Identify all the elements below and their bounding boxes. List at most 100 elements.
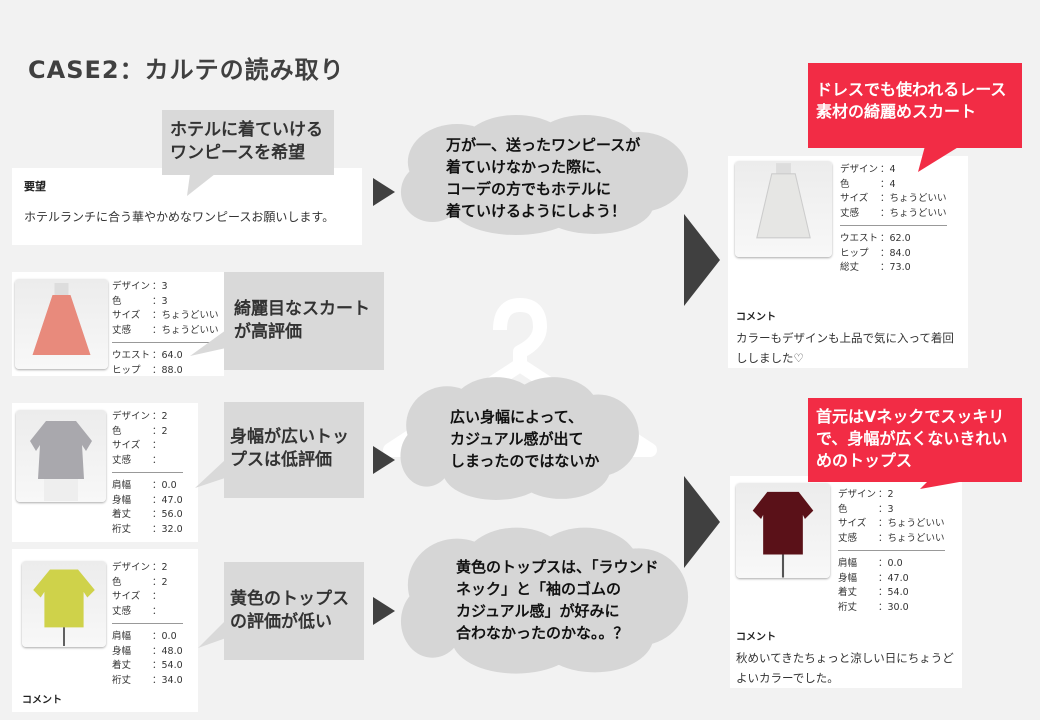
- spec-key: 丈感: [112, 324, 132, 336]
- measure-key: ウエスト: [840, 233, 879, 244]
- pick-callout-skirt: ドレスでも使われるレース素材の綺麗めスカート: [808, 63, 1022, 148]
- callout-tail: [190, 330, 226, 356]
- request-text: ホテルランチに合う華やかめなワンピースお願いします。: [24, 210, 335, 224]
- measure-key: 肩幅: [838, 558, 858, 569]
- comment-text: 秋めいてきたちょっと涼しい日にちょうどよいカラーでした。: [736, 651, 954, 685]
- spec-value: ：2: [152, 562, 168, 573]
- measure-value: ：88.0: [152, 364, 183, 376]
- spec-key: 色: [112, 576, 122, 588]
- callout-line: 身幅が広いトッ: [230, 427, 349, 447]
- measure-value: ：32.0: [152, 523, 183, 535]
- measure-value: ：84.0: [880, 247, 911, 259]
- thought-cloud-1: 万が一、送ったワンピースが着ていけなかった際に、コーデの方でもホテルに着ていける…: [398, 112, 693, 237]
- spec-row: デザイン：4: [840, 163, 947, 178]
- measure-value: ：0.0: [878, 558, 903, 569]
- spec-value: ：3: [152, 295, 168, 307]
- measure-value: ：47.0: [152, 494, 183, 506]
- measure-value: ：0.0: [152, 631, 177, 642]
- spec-key: 色: [112, 295, 122, 307]
- measure-row: ヒップ ：88.0: [112, 364, 219, 379]
- divider: [112, 472, 183, 473]
- spec-key: デザイン: [838, 489, 877, 500]
- request-card: 要望 ホテルランチに合う華やかめなワンピースお願いします。: [12, 168, 362, 245]
- product-photo: [736, 483, 830, 578]
- spec-row: サイズ：ちょうどいい: [112, 309, 219, 324]
- measure-value: ：30.0: [878, 601, 909, 613]
- callout-line: ドレスでも使われるレース: [816, 80, 1007, 99]
- callout-line: 首元はVネックでスッキリ: [816, 407, 1005, 426]
- measure-key: 総丈: [840, 262, 860, 273]
- spec-key: サイズ: [112, 440, 141, 451]
- arrow-right-icon: [373, 446, 395, 474]
- spec-row: 丈感：: [112, 605, 183, 620]
- callout-line: の評価が低い: [230, 612, 332, 632]
- callout-tail: [198, 620, 226, 648]
- spec-value: ：4: [880, 178, 896, 190]
- callout-line: で、身幅が広くないきれい: [816, 429, 1008, 448]
- callout-tail: [187, 174, 215, 196]
- measure-row: 裄丈：34.0: [112, 674, 183, 689]
- spec-key: サイズ: [112, 591, 141, 602]
- item-callout-gray-top: 身幅が広いトップスは低評価: [224, 402, 364, 498]
- callout-line: 黄色のトップス: [230, 589, 349, 609]
- spec-value: ：ちょうどいい: [880, 207, 947, 219]
- spec-value: ：ちょうどいい: [878, 518, 945, 529]
- pick-callout-top: 首元はVネックでスッキリで、身幅が広くないきれいめのトップス: [808, 398, 1022, 482]
- spec-value: ：2: [152, 411, 168, 422]
- measure-key: 着丈: [112, 509, 132, 520]
- product-photo: [16, 410, 106, 502]
- spec-value: ：: [152, 591, 162, 602]
- arrow-right-icon: [373, 178, 395, 206]
- comment-text: カラーもデザインも上品で気に入って着回ししました♡: [736, 331, 954, 365]
- measure-value: ：73.0: [880, 262, 911, 273]
- spec-row: 丈感：: [112, 454, 183, 469]
- measure-row: 着丈：56.0: [112, 508, 183, 523]
- measure-value: ：0.0: [152, 480, 177, 491]
- measure-value: ：62.0: [880, 233, 911, 244]
- item-callout-skirt: 綺麗目なスカートが高評価: [224, 272, 384, 370]
- spec-key: デザイン: [112, 562, 151, 573]
- cloud-line: 着ていけなかった際に、: [446, 158, 611, 176]
- product-photo: [735, 161, 832, 257]
- measure-key: 身幅: [112, 645, 132, 657]
- measure-key: 裄丈: [112, 674, 132, 686]
- spec-value: ：3: [878, 503, 894, 515]
- measure-key: ヒップ: [840, 247, 869, 259]
- measure-row: 裄丈：32.0: [112, 523, 183, 538]
- spec-value: ：3: [152, 281, 168, 292]
- divider: [112, 342, 219, 343]
- spec-row: サイズ：ちょうどいい: [838, 517, 945, 532]
- measure-value: ：47.0: [878, 572, 909, 584]
- spec-row: デザイン：2: [112, 410, 183, 425]
- comment-label: コメント: [736, 312, 776, 323]
- spec-row: サイズ：: [112, 439, 183, 454]
- measure-key: ウエスト: [112, 350, 151, 361]
- cloud-line: しまったのではないか: [450, 452, 600, 470]
- measure-key: 身幅: [112, 494, 132, 506]
- spec-value: ：: [152, 454, 162, 466]
- spec-value: ：ちょうどいい: [152, 324, 219, 336]
- spec-row: 丈感：ちょうどいい: [840, 207, 947, 222]
- measure-row: 着丈：54.0: [112, 659, 183, 674]
- cloud-line: 合わなかったのかな。。？: [456, 624, 629, 642]
- measure-row: ウエスト：62.0: [840, 232, 947, 247]
- spec-value: ：2: [878, 489, 894, 500]
- cloud-line: 万が一、送ったワンピースが: [446, 136, 641, 154]
- measure-key: 着丈: [838, 587, 858, 598]
- big-arrow-right-icon: [684, 476, 720, 568]
- measure-key: ヒップ: [112, 364, 141, 376]
- divider: [112, 623, 183, 624]
- measure-row: 総丈 ：73.0: [840, 261, 947, 276]
- spec-row: デザイン：2: [838, 488, 945, 503]
- measure-key: 着丈: [112, 660, 132, 671]
- callout-line: が高評価: [234, 322, 302, 342]
- measure-row: 身幅：48.0: [112, 645, 183, 660]
